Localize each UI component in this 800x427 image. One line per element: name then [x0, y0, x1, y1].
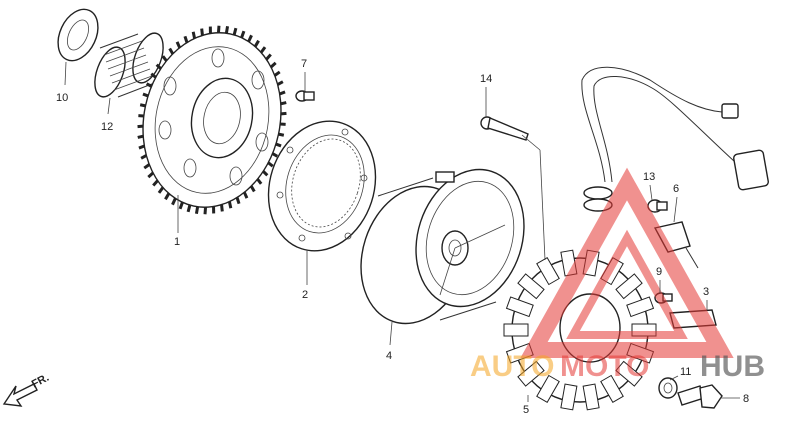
gear-tooth	[253, 39, 260, 48]
callout-2: 2	[302, 289, 308, 301]
leader-lines	[64, 61, 740, 402]
gear-tooth	[249, 185, 256, 193]
gear-tooth	[224, 26, 230, 34]
gear-tooth	[269, 61, 277, 69]
gear-tooth	[157, 186, 165, 194]
gear-tooth	[140, 154, 148, 160]
stator-pole	[517, 273, 545, 300]
gear-tooth	[220, 204, 224, 212]
bolt-part-7	[295, 90, 315, 102]
callout-12: 12	[101, 121, 113, 133]
gear-tooth	[240, 30, 246, 39]
direction-label: FR.	[30, 372, 51, 391]
watermark-logo	[520, 167, 734, 358]
gear-tooth	[227, 201, 233, 209]
stator-pole	[615, 273, 643, 300]
gear-tooth	[273, 70, 281, 77]
gear-tooth	[175, 41, 182, 49]
callout-3: 3	[703, 286, 709, 298]
gear-tooth	[183, 35, 189, 43]
gear-tooth	[265, 53, 272, 61]
callout-4: 4	[386, 350, 392, 362]
starter-driven-gear-part-1	[137, 25, 287, 215]
gear-tooth	[200, 28, 204, 36]
callout-1: 1	[174, 236, 180, 248]
callout-5: 5	[523, 404, 529, 416]
gear-tooth	[232, 27, 238, 36]
flywheel-rotor-part-4	[360, 168, 525, 325]
gear-tooth	[242, 191, 249, 199]
callout-11: 11	[680, 366, 691, 378]
gear-tooth	[275, 142, 282, 148]
callout-6: 6	[673, 183, 679, 195]
washer-part-10	[57, 8, 99, 62]
stator-pole	[582, 383, 600, 411]
bolt-part-14	[480, 116, 529, 141]
gear-tooth	[276, 80, 284, 86]
needle-bearing-part-12	[94, 32, 164, 98]
gear-tooth	[280, 101, 287, 106]
stator-pole	[503, 323, 529, 337]
gear-tooth	[186, 204, 192, 213]
gear-tooth	[278, 132, 285, 137]
wire-harness	[581, 66, 769, 212]
gear-tooth	[137, 134, 144, 139]
gear-tooth	[267, 161, 274, 168]
gear-tooth	[279, 90, 286, 96]
callout-labels: 10 12 1 7 2 4 14 5 13 6 9 3 11 8	[56, 58, 749, 416]
stator-pole	[615, 360, 643, 387]
watermark-text-hub: HUB	[700, 350, 765, 383]
gear-tooth	[194, 206, 200, 214]
watermark-text-auto: AUTO	[470, 350, 554, 383]
gear-tooth	[138, 144, 145, 150]
callout-7: 7	[301, 58, 307, 70]
gear-tooth	[191, 31, 197, 39]
callout-8: 8	[743, 393, 749, 405]
gear-tooth	[235, 197, 241, 205]
gear-tooth	[168, 47, 175, 55]
stator-pole	[560, 383, 578, 411]
stator-pole	[600, 374, 624, 403]
bolt-part-13	[647, 199, 668, 213]
stator-pole	[626, 296, 655, 318]
stator-pole	[517, 360, 545, 387]
washer-part-11	[658, 377, 678, 399]
callout-14: 14	[480, 73, 492, 85]
gear-tooth	[171, 197, 177, 206]
gear-tooth	[152, 179, 159, 187]
stator-pole	[536, 257, 560, 286]
callout-9: 9	[656, 266, 662, 278]
one-way-clutch-part-2	[267, 120, 377, 252]
gear-tooth	[147, 171, 155, 179]
gear-tooth	[155, 63, 162, 70]
gear-tooth	[143, 163, 151, 170]
flange-bolt-part-8	[677, 384, 723, 409]
gear-tooth	[216, 25, 221, 33]
gear-tooth	[259, 46, 267, 54]
gear-tooth	[203, 207, 208, 215]
gear-tooth	[164, 192, 171, 201]
callout-13: 13	[643, 171, 655, 183]
stator-pole	[536, 374, 560, 403]
gear-tooth	[142, 92, 149, 98]
gear-tooth	[256, 178, 263, 185]
front-direction-arrow: FR.	[2, 372, 51, 407]
gear-tooth	[178, 201, 184, 210]
gear-tooth	[262, 170, 269, 177]
callout-10: 10	[56, 92, 68, 104]
gear-tooth	[150, 72, 157, 79]
gear-tooth	[139, 103, 146, 108]
gear-tooth	[271, 152, 279, 158]
gear-tooth	[247, 34, 253, 43]
gear-tooth	[145, 82, 153, 88]
watermark-text-moto: MOTO	[560, 350, 649, 383]
gear-tooth	[161, 55, 168, 62]
stator-pole	[505, 296, 534, 318]
